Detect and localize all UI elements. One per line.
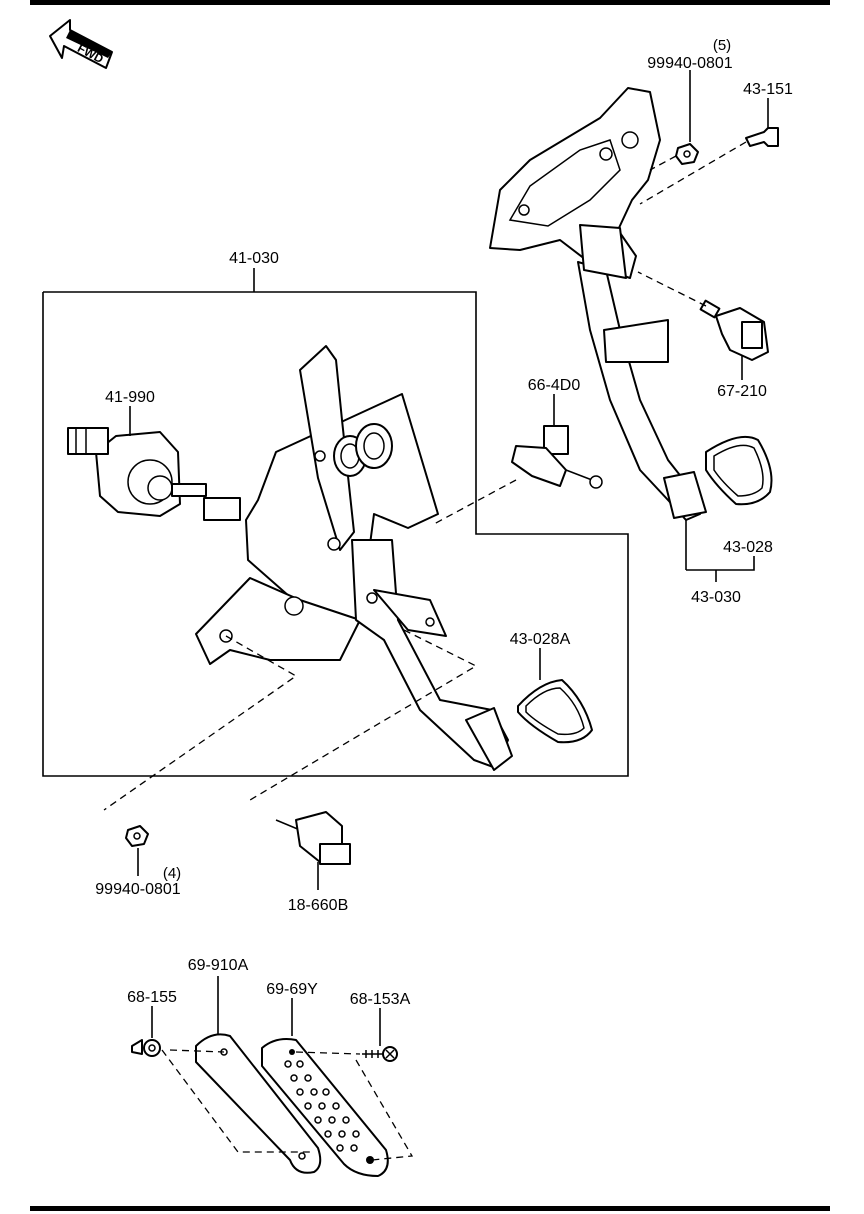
pedal-clip — [131, 1039, 161, 1057]
pad-right-ref: 43-028 — [723, 539, 773, 556]
pedal-assembly-box: 41-030 — [42, 250, 629, 777]
return-spring — [333, 423, 393, 477]
brake-pedal-right — [489, 87, 707, 521]
clutch-switch — [511, 425, 603, 489]
pad-mid-ref: 43-028A — [510, 631, 571, 648]
brake-switch-bottom — [275, 811, 351, 865]
stop-lamp-switch — [699, 299, 769, 361]
switch-bottom-ref: 18-660B — [288, 897, 349, 914]
pedal-screw — [362, 1046, 398, 1062]
clutch-pedal-assembly — [195, 345, 513, 771]
nut-top-qty: (5) — [713, 37, 731, 54]
pedal-pad-mid — [517, 679, 593, 744]
bolt-top-ref: 43-151 — [743, 81, 793, 98]
clutch-master-cylinder — [67, 427, 241, 521]
bottom-border-rule — [30, 1206, 830, 1211]
nut-bottom-ref: 99940-0801 — [95, 881, 181, 898]
nut-top — [675, 143, 699, 165]
bolt-top — [745, 127, 779, 147]
accelerator-pedal-pad — [261, 1038, 389, 1177]
switch-right-ref: 67-210 — [717, 383, 767, 400]
clip-ref: 68-155 — [127, 989, 177, 1006]
forward-direction-arrow: FWD — [49, 19, 113, 69]
assembly-ref-label: 41-030 — [229, 250, 279, 267]
nut-bottom — [125, 825, 149, 847]
switch-mid-ref: 66-4D0 — [528, 377, 581, 394]
top-border-rule — [30, 0, 830, 5]
pedal-right-ref: 43-030 — [691, 589, 741, 606]
accel-base-ref: 69-910A — [188, 957, 249, 974]
accelerator-pedal-base — [195, 1033, 322, 1174]
nut-bottom-qty: (4) — [163, 865, 181, 882]
master-cyl-ref: 41-990 — [105, 389, 155, 406]
nut-top-ref: 99940-0801 — [647, 55, 733, 72]
pedal-pad-right — [705, 436, 773, 506]
screw-ref: 68-153A — [350, 991, 411, 1008]
accel-pad-ref: 69-69Y — [266, 981, 318, 998]
